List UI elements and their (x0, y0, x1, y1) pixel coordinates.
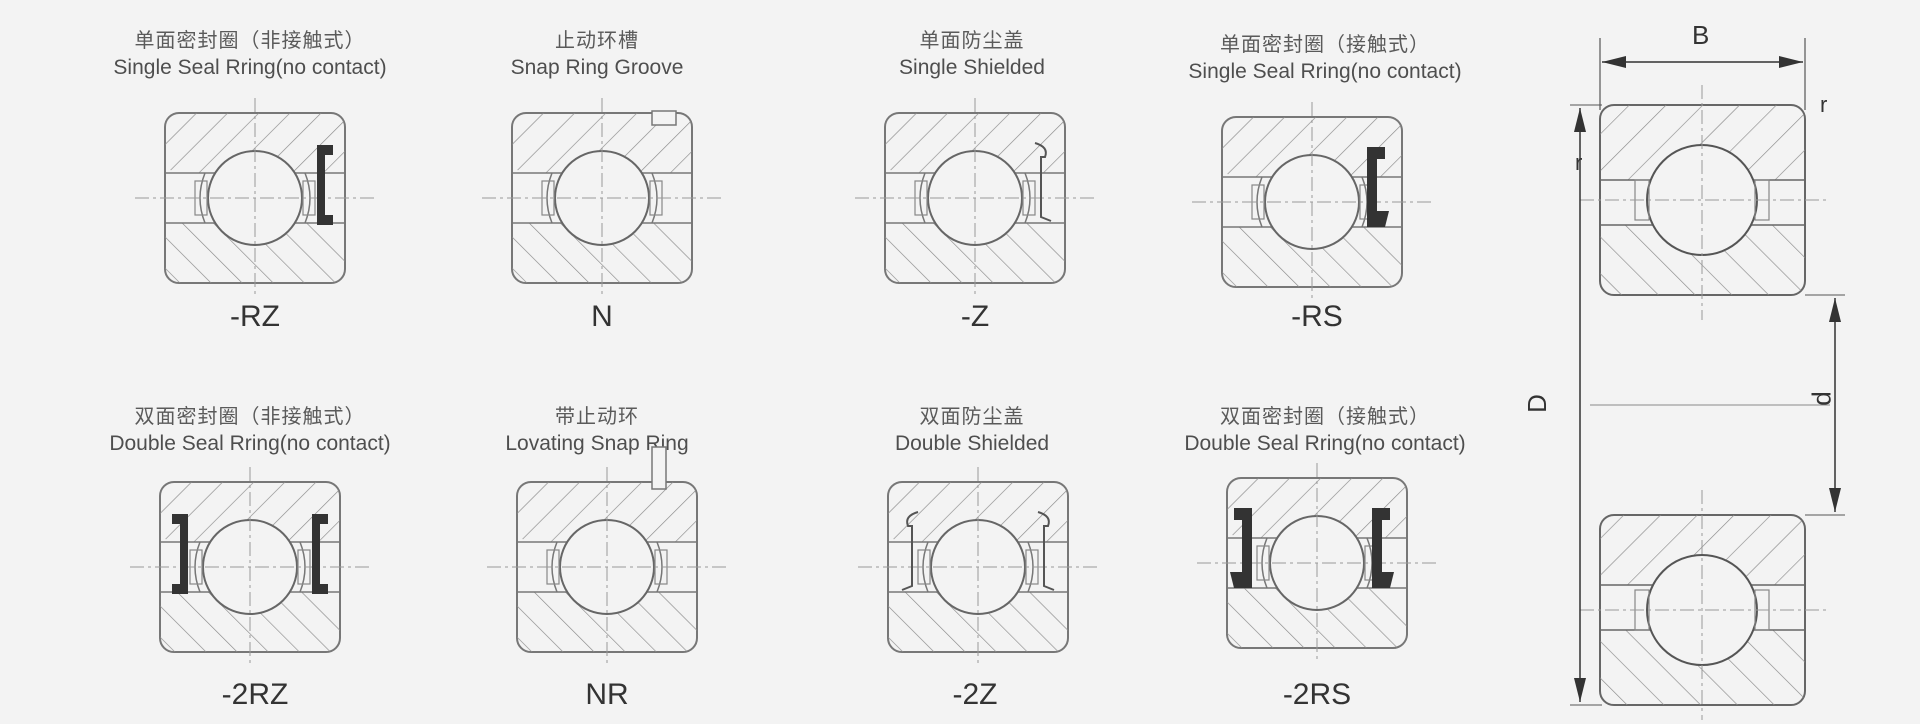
variant-rs-en: Single Seal Rring(no contact) (1188, 60, 1462, 83)
variant-2rz-cn: 双面密封圈（非接触式） (134, 406, 366, 428)
dim-label-r-top: r (1820, 92, 1828, 117)
bearing-n-drawing (481, 97, 723, 299)
variant-z: 单面防尘盖 Single Shielded (812, 28, 1132, 82)
variant-rz-en: Single Seal Rring(no contact) (113, 56, 387, 79)
variant-rz: 单面密封圈（非接触式） Single Seal Rring(no contact… (90, 28, 410, 82)
variant-z-en: Single Shielded (899, 56, 1045, 79)
variant-z-cn: 单面防尘盖 (919, 30, 1025, 52)
bearing-dimension-drawing (1570, 38, 1845, 720)
variant-2rs-en: Double Seal Rring(no contact) (1184, 432, 1466, 455)
bearing-2rz-drawing (129, 466, 371, 668)
variant-2z-en: Double Shielded (894, 432, 1050, 455)
bearing-rz-drawing (134, 97, 376, 299)
variant-rs: 单面密封圈（接触式） Single Seal Rring(no contact) (1145, 32, 1505, 86)
variant-2rs-code: -2RS (1282, 678, 1352, 711)
dim-label-d-inner: d (1806, 391, 1837, 406)
dim-label-r-left: r (1575, 150, 1583, 175)
variant-2z-cn: 双面防尘盖 (919, 406, 1025, 428)
variant-z-code: -Z (960, 300, 990, 333)
bearing-2rs-drawing (1196, 462, 1438, 664)
variant-n-code: N (591, 300, 613, 333)
bearing-rs-drawing (1191, 101, 1433, 303)
variant-nr-code: NR (585, 678, 629, 711)
variant-rz-cn: 单面密封圈（非接触式） (134, 30, 366, 52)
variant-nr-en: Lovating Snap Ring (505, 432, 689, 455)
variant-2rz-en: Double Seal Rring(no contact) (109, 432, 391, 455)
variant-2rz-code: -2RZ (221, 678, 289, 711)
bearing-2z-drawing (857, 466, 1099, 668)
variant-rs-code: -RS (1291, 300, 1343, 333)
variant-n: 止动环槽 Snap Ring Groove (437, 28, 757, 82)
dim-label-b: B (1692, 20, 1710, 50)
variant-2z: 双面防尘盖 Double Shielded (812, 404, 1132, 458)
variant-2z-code: -2Z (952, 678, 998, 711)
variant-nr-cn: 带止动环 (555, 406, 639, 428)
variant-n-cn: 止动环槽 (555, 30, 639, 52)
variant-n-en: Snap Ring Groove (510, 56, 684, 79)
variant-2rs-cn: 双面密封圈（接触式） (1220, 406, 1430, 428)
variant-nr: 带止动环 Lovating Snap Ring (437, 404, 757, 458)
bearing-z-drawing (854, 97, 1096, 299)
variant-2rz: 双面密封圈（非接触式） Double Seal Rring(no contact… (90, 404, 410, 458)
bearing-nr-drawing (486, 446, 728, 668)
variant-2rs: 双面密封圈（接触式） Double Seal Rring(no contact) (1145, 404, 1505, 458)
variant-rs-cn: 单面密封圈（接触式） (1220, 34, 1430, 56)
variant-rz-code: -RZ (230, 300, 280, 333)
dim-label-d-outer: D (1521, 394, 1552, 413)
